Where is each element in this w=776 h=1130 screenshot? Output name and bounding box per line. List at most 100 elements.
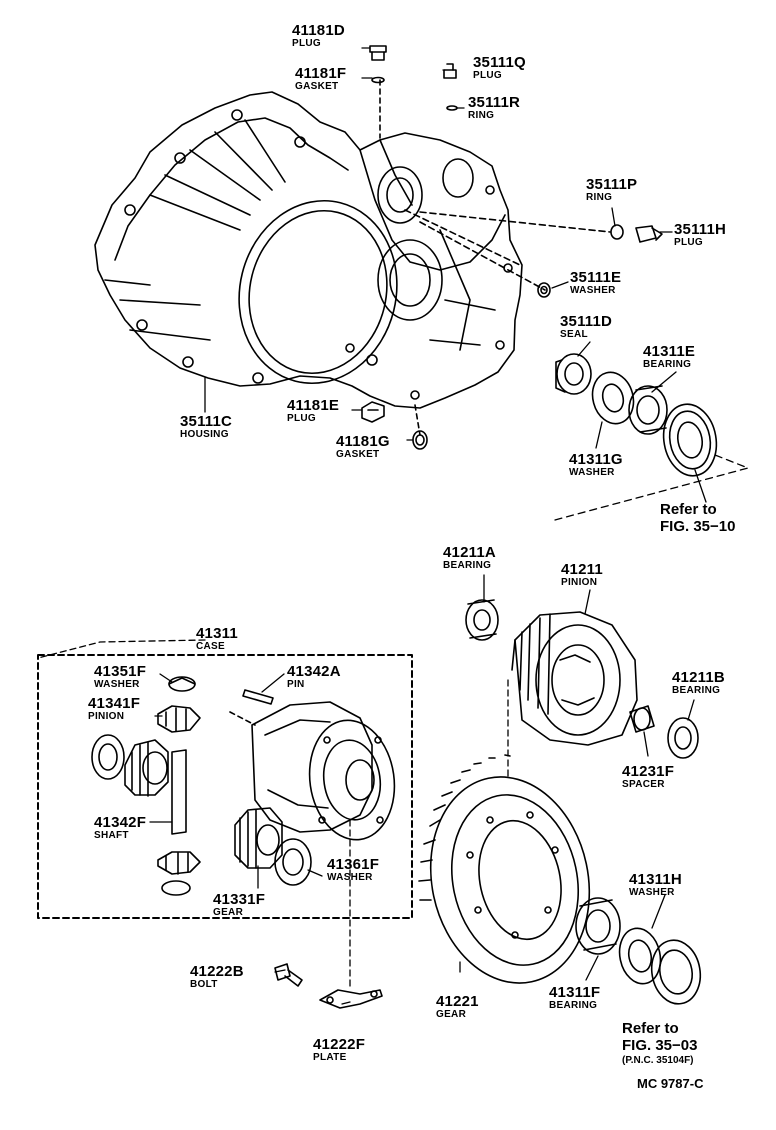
label-41342f: 41342F SHAFT — [94, 815, 146, 841]
gear-41331f-illustration — [235, 808, 282, 868]
part-name: BEARING — [643, 359, 692, 370]
washer-41361f-illustration — [275, 839, 311, 885]
part-number: 35111E — [570, 269, 622, 286]
part-number: 41311H — [629, 871, 682, 888]
lower-washer-illustration — [162, 881, 190, 895]
part-name: GEAR — [436, 1009, 467, 1020]
gasket-41181f-illustration — [372, 78, 384, 83]
reference-fig-35-10: Refer to FIG. 35−10 — [660, 501, 735, 536]
part-number: 41181G — [336, 433, 390, 450]
bearing-41211a-illustration — [466, 600, 498, 640]
shaft-41342f-illustration — [172, 750, 186, 834]
bearing-41211b-illustration — [668, 718, 698, 758]
reference-line1: Refer to — [660, 501, 717, 518]
part-number: 41351F — [94, 663, 147, 680]
part-name: PINION — [88, 711, 125, 722]
part-name: RING — [468, 110, 495, 121]
part-name: WASHER — [570, 285, 616, 296]
label-41222f: 41222F PLATE — [313, 1037, 365, 1063]
part-name: CASE — [196, 641, 225, 652]
part-number: 35111Q — [473, 54, 526, 71]
label-41311f: 41311F BEARING — [549, 985, 600, 1011]
label-41311: 41311 CASE — [196, 626, 238, 652]
lower-race-illustration — [647, 936, 705, 1007]
ring-35111r-illustration — [447, 106, 457, 110]
part-number: 41222B — [190, 963, 244, 980]
reference-fig-35-03: Refer to FIG. 35−03 (P.N.C. 35104F) — [622, 1020, 697, 1066]
label-41181d: 41181D PLUG — [292, 23, 345, 49]
label-41361f: 41361F WASHER — [327, 857, 379, 883]
reference-line3: (P.N.C. 35104F) — [622, 1054, 694, 1066]
label-41222b: 41222B BOLT — [190, 964, 244, 990]
label-35111r: 35111R RING — [468, 95, 520, 121]
part-number: 41211A — [443, 544, 496, 561]
label-41331f: 41331F GEAR — [213, 892, 265, 918]
part-name: PIN — [287, 679, 305, 690]
case-leader — [38, 640, 205, 658]
part-number: 41222F — [313, 1036, 366, 1053]
part-number: 41311 — [196, 625, 238, 642]
part-number: 41211B — [672, 669, 725, 686]
part-number: 41341F — [88, 695, 141, 712]
label-41342a: 41342A PIN — [287, 664, 341, 690]
reference-line1: Refer to — [622, 1020, 679, 1037]
part-name: GASKET — [295, 81, 339, 92]
bolt-41222b-illustration — [275, 964, 302, 986]
case-group-border — [38, 655, 412, 918]
part-number: 41231F — [622, 763, 675, 780]
part-number: 35111P — [586, 176, 638, 193]
leader-lines — [150, 48, 706, 1004]
spacer-41231f-illustration — [630, 706, 654, 732]
part-number: 41311E — [643, 343, 696, 360]
part-name: SEAL — [560, 329, 588, 340]
label-41181e: 41181E PLUG — [287, 398, 339, 424]
part-number: 41331F — [213, 891, 266, 908]
part-name: WASHER — [629, 887, 675, 898]
part-name: PLUG — [287, 413, 316, 424]
part-number: 41311F — [549, 984, 601, 1001]
reference-line2: FIG. 35−10 — [660, 518, 736, 536]
label-41341f: 41341F PINION — [88, 696, 140, 722]
side-gear-illustration — [125, 740, 168, 796]
seal-35111d-illustration — [556, 354, 591, 394]
plug-41181d-illustration — [370, 46, 386, 60]
plug-35111h-illustration — [636, 226, 662, 242]
part-name: GASKET — [336, 449, 380, 460]
part-number: 41181D — [292, 22, 345, 39]
washer-41311g-illustration — [587, 368, 639, 429]
pinion-41211-illustration — [508, 612, 637, 780]
part-number: 41181F — [295, 65, 347, 82]
washer-41311h-illustration — [615, 924, 666, 987]
part-number: 41311G — [569, 451, 623, 468]
label-41211b: 41211B BEARING — [672, 670, 725, 696]
label-35111d: 35111D SEAL — [560, 314, 612, 340]
label-41211a: 41211A BEARING — [443, 545, 496, 571]
label-41181f: 41181F GASKET — [295, 66, 346, 92]
housing-illustration — [95, 80, 610, 435]
part-number: 35111H — [674, 221, 727, 238]
part-name: PLUG — [473, 70, 502, 81]
part-number: 41342F — [94, 814, 147, 831]
reference-line2: FIG. 35−03 — [622, 1037, 698, 1055]
case-41311-illustration — [230, 702, 402, 845]
part-name: RING — [586, 192, 613, 203]
part-name: SPACER — [622, 779, 665, 790]
label-41311h: 41311H WASHER — [629, 872, 682, 898]
part-number: 35111C — [180, 413, 233, 430]
pin-41342a-illustration — [243, 690, 273, 704]
label-35111p: 35111P RING — [586, 177, 637, 203]
pinion-41341f-illustration — [158, 706, 200, 732]
label-41231f: 41231F SPACER — [622, 764, 674, 790]
ring-gear-41221-illustration — [412, 755, 608, 998]
part-number: 41221 — [436, 993, 479, 1010]
label-41311e: 41311E BEARING — [643, 344, 695, 370]
label-35111h: 35111H PLUG — [674, 222, 726, 248]
part-name: BEARING — [672, 685, 721, 696]
part-number: 35111R — [468, 94, 521, 111]
label-41221: 41221 GEAR — [436, 994, 479, 1020]
label-35111e: 35111E WASHER — [570, 270, 621, 296]
washer-35111e-illustration — [538, 283, 550, 297]
part-name: BEARING — [549, 1000, 598, 1011]
label-35111q: 35111Q PLUG — [473, 55, 526, 81]
